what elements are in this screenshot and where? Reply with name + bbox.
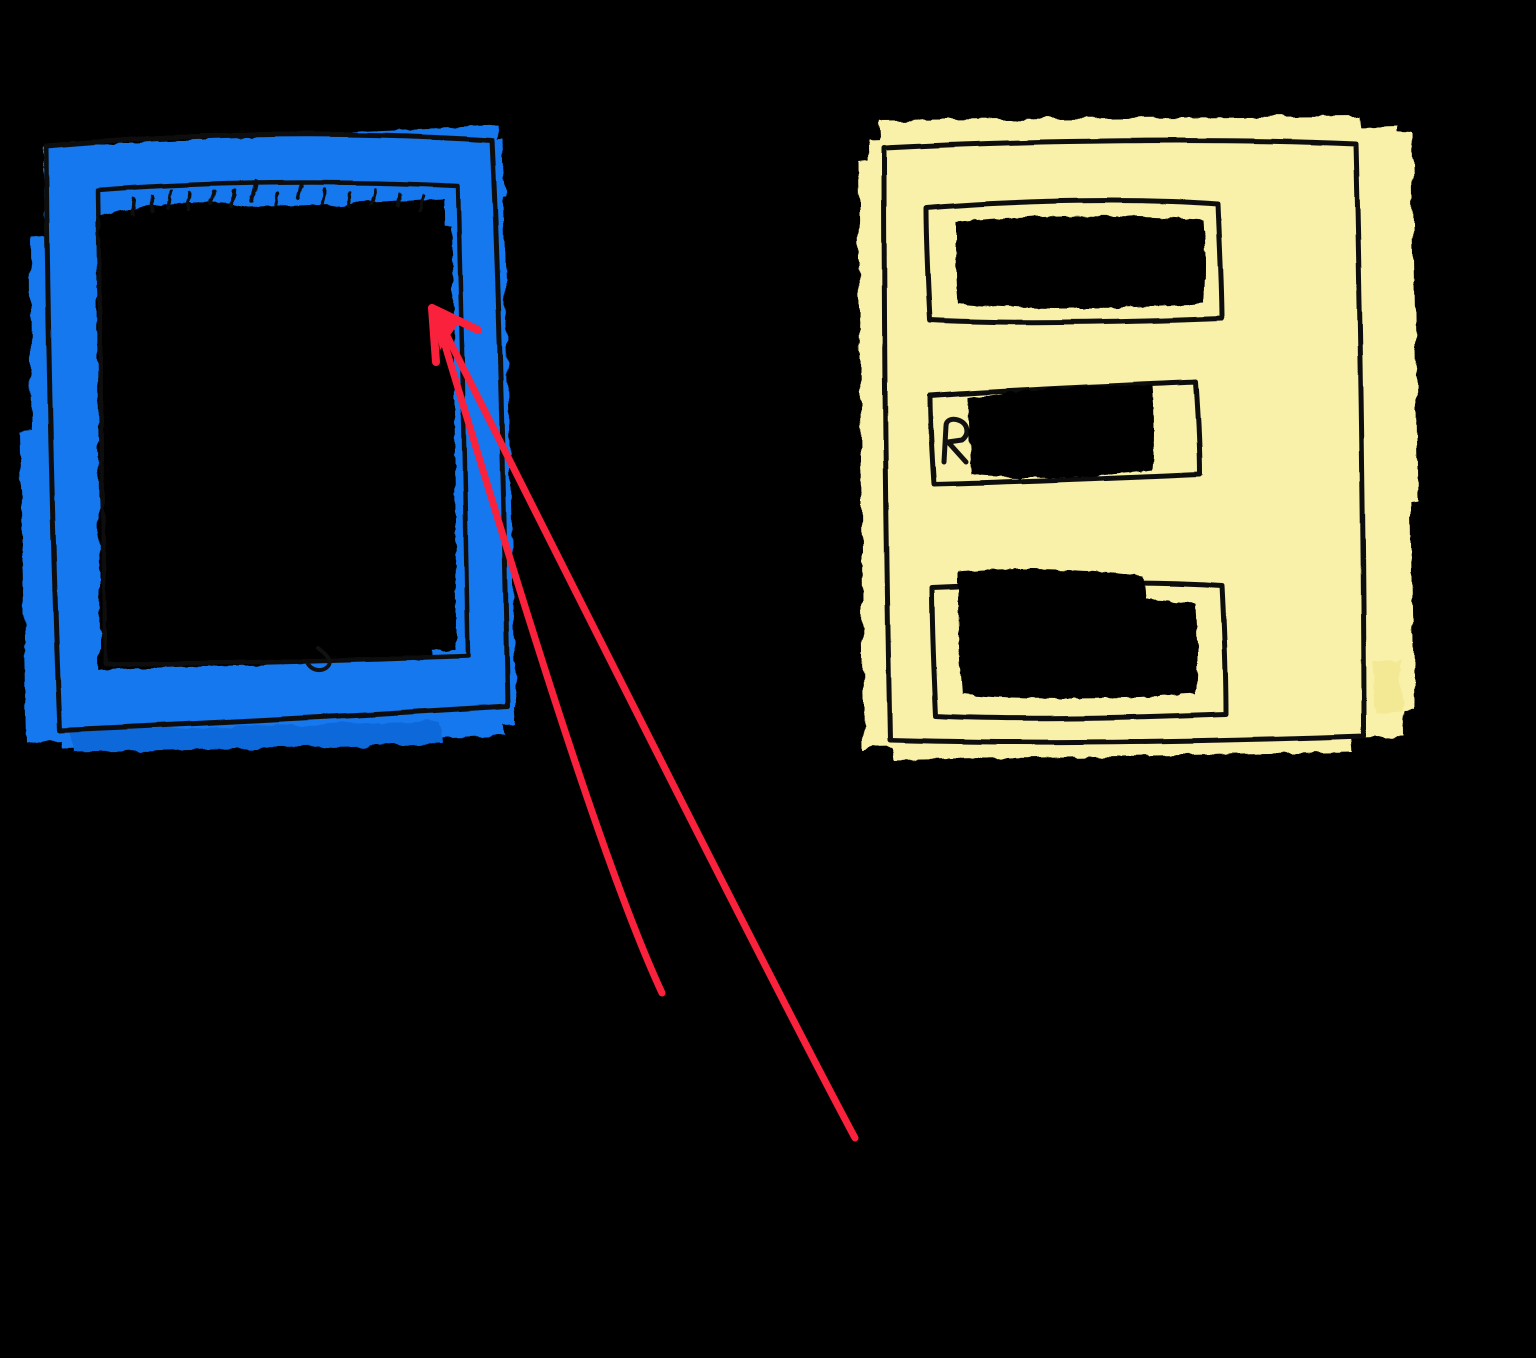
red-arrowhead <box>428 304 482 366</box>
yellow-box-outer-outline <box>881 138 1367 745</box>
red-arrow-1-shaft <box>434 318 666 997</box>
yellow-sub-box-1 <box>923 198 1225 325</box>
yellow-sub-box-3 <box>929 569 1229 721</box>
red-arrow-2-shaft <box>438 322 859 1142</box>
blue-box-descender-mark <box>306 646 332 673</box>
yellow-sub-box-1-outline <box>923 198 1225 325</box>
red-arrow-group <box>428 304 859 1142</box>
yellow-sub-box-2-visible-letter <box>941 416 970 465</box>
yellow-sub-box-2 <box>927 379 1203 487</box>
yellow-sub-box-1-redaction <box>956 215 1206 309</box>
yellow-highlight-region <box>858 116 1418 760</box>
blue-box-outer-outline <box>43 131 511 733</box>
blue-box-inner-outline <box>95 180 471 667</box>
blue-box-content-redaction <box>104 223 456 659</box>
blue-highlight-region <box>20 126 516 752</box>
yellow-sub-box-3-redaction <box>958 569 1198 699</box>
yellow-sub-box-2-redaction <box>968 385 1154 478</box>
